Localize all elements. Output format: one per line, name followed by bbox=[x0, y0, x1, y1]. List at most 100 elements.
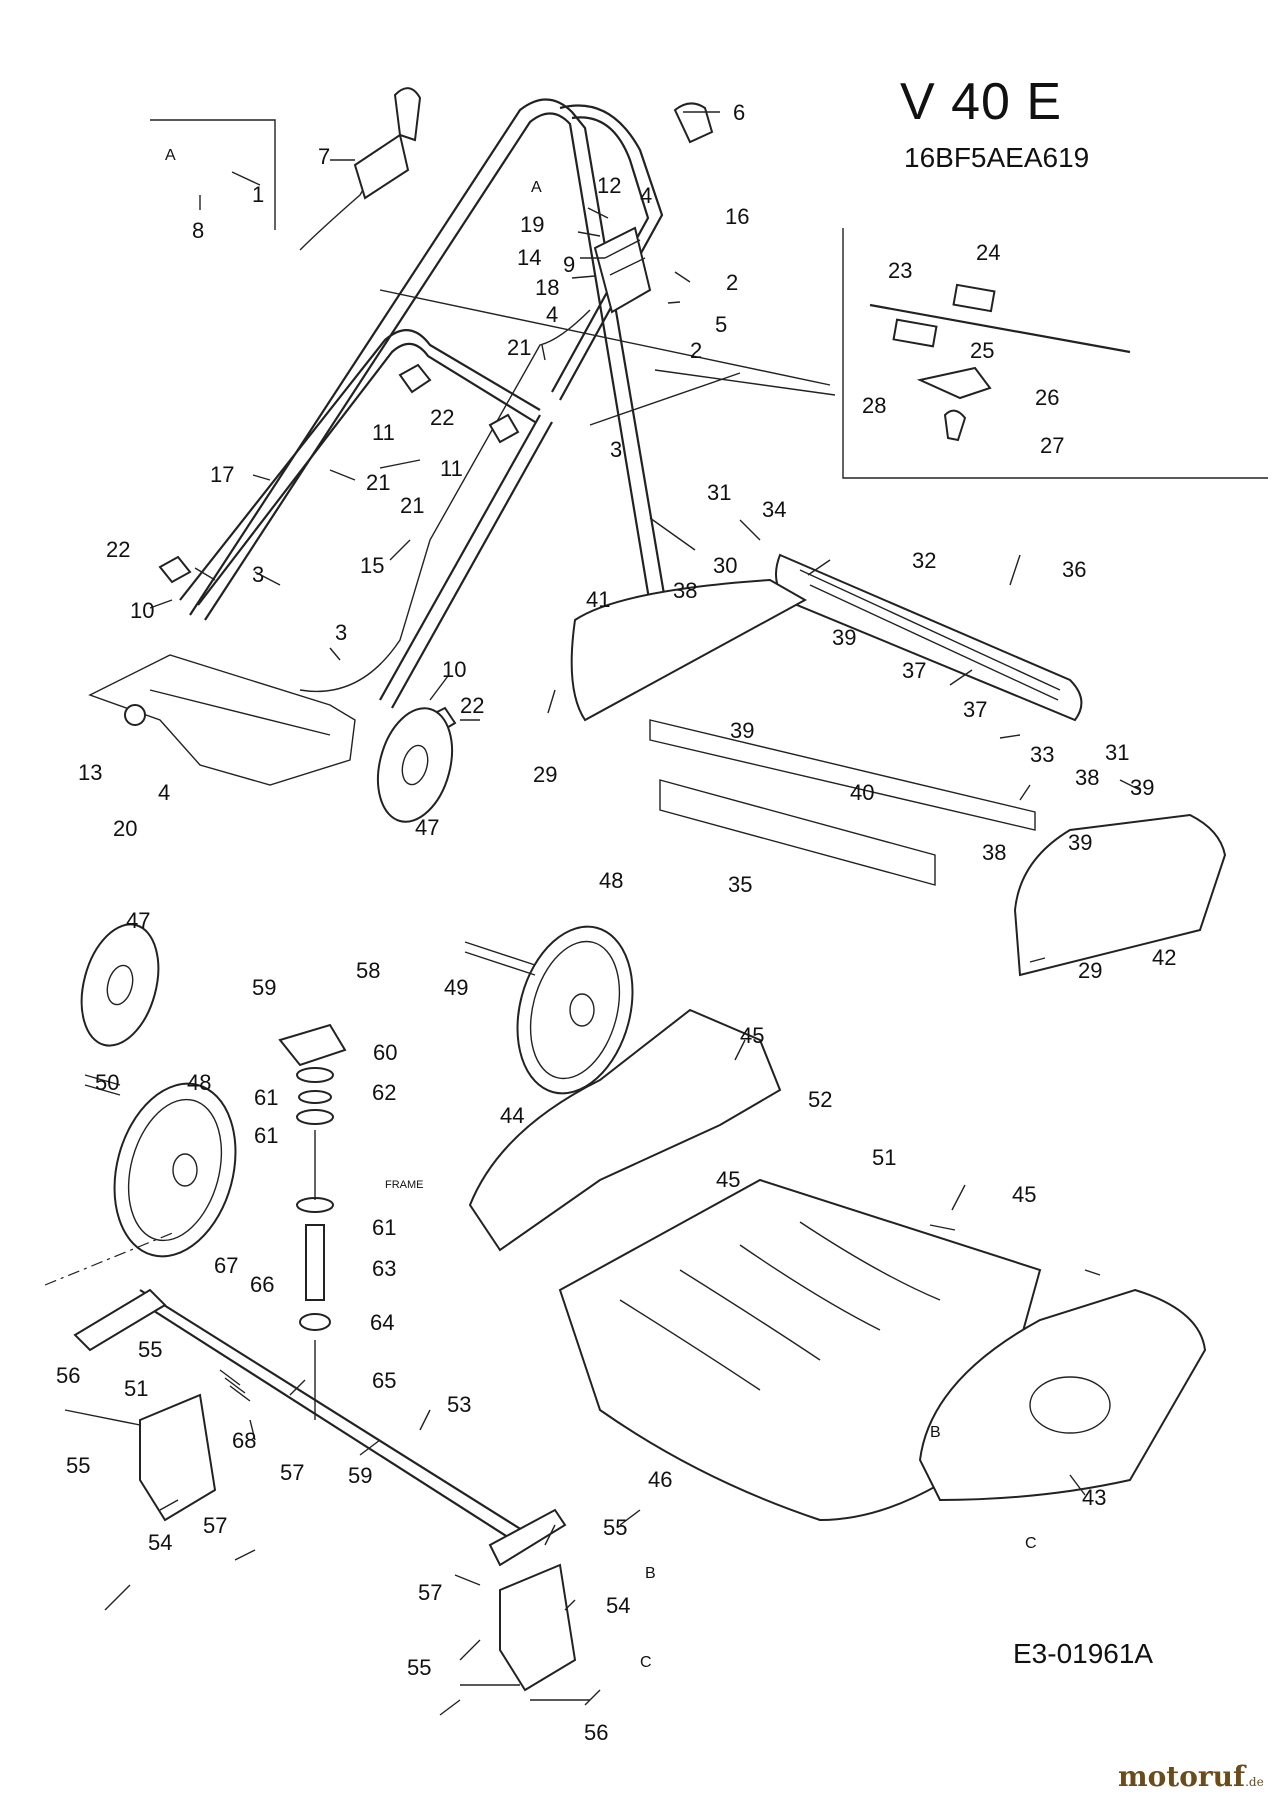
roller-cover-left bbox=[570, 578, 808, 722]
callout-43: 43 bbox=[1082, 1485, 1106, 1510]
ref-c: C bbox=[1025, 1535, 1037, 1552]
callout-29: 29 bbox=[533, 762, 557, 787]
callout-3: 3 bbox=[252, 562, 264, 587]
callout-47: 47 bbox=[126, 908, 150, 933]
ref-b: B bbox=[930, 1424, 941, 1441]
callout-31: 31 bbox=[707, 480, 731, 505]
axle-bracket-right bbox=[460, 1563, 590, 1701]
callout-22: 22 bbox=[106, 537, 130, 562]
leader-lines bbox=[104, 111, 1141, 1716]
callout-34: 34 bbox=[762, 497, 786, 522]
callout-16: 16 bbox=[725, 204, 749, 229]
handle-lower bbox=[179, 329, 553, 709]
callout-60: 60 bbox=[373, 1040, 397, 1065]
callout-55: 55 bbox=[66, 1453, 90, 1478]
axle-spring bbox=[219, 1369, 251, 1402]
callout-57: 57 bbox=[280, 1460, 304, 1485]
callout-12: 12 bbox=[597, 173, 621, 198]
callout-52: 52 bbox=[808, 1087, 832, 1112]
callout-45: 45 bbox=[740, 1023, 764, 1048]
callout-15: 15 bbox=[360, 553, 384, 578]
callout-26: 26 bbox=[1035, 385, 1059, 410]
callout-4: 4 bbox=[640, 183, 652, 208]
callout-39: 39 bbox=[1068, 830, 1092, 855]
callout-9: 9 bbox=[563, 252, 575, 277]
callout-54: 54 bbox=[148, 1530, 172, 1555]
callout-39: 39 bbox=[832, 625, 856, 650]
callout-63: 63 bbox=[372, 1256, 396, 1281]
callout-39: 39 bbox=[1130, 775, 1154, 800]
callout-22: 22 bbox=[460, 693, 484, 718]
callout-6: 6 bbox=[733, 100, 745, 125]
handle-upper bbox=[189, 98, 667, 621]
callout-61: 61 bbox=[254, 1085, 278, 1110]
callout-41: 41 bbox=[586, 587, 610, 612]
callout-45: 45 bbox=[716, 1167, 740, 1192]
callout-21: 21 bbox=[507, 335, 531, 360]
watermark-logo: motoruf.de bbox=[1118, 1760, 1264, 1793]
callout-1: 1 bbox=[252, 182, 264, 207]
callout-2: 2 bbox=[726, 270, 738, 295]
callout-29: 29 bbox=[1078, 958, 1102, 983]
callout-2: 2 bbox=[690, 338, 702, 363]
callout-4: 4 bbox=[546, 302, 558, 327]
callout-55: 55 bbox=[138, 1337, 162, 1362]
handle-base-plate bbox=[88, 654, 356, 786]
roller bbox=[775, 553, 1083, 722]
hubcap-lower bbox=[80, 923, 160, 1047]
frame-label: FRAME bbox=[385, 1179, 424, 1191]
ref-a: A bbox=[531, 179, 542, 196]
callout-37: 37 bbox=[963, 697, 987, 722]
callout-57: 57 bbox=[203, 1513, 227, 1538]
callout-57: 57 bbox=[418, 1580, 442, 1605]
callout-37: 37 bbox=[902, 658, 926, 683]
callout-7: 7 bbox=[318, 144, 330, 169]
cable bbox=[299, 159, 591, 693]
callout-38: 38 bbox=[1075, 765, 1099, 790]
callout-46: 46 bbox=[648, 1467, 672, 1492]
callout-21: 21 bbox=[366, 470, 390, 495]
callout-44: 44 bbox=[500, 1103, 524, 1128]
callout-51: 51 bbox=[872, 1145, 896, 1170]
inset-box bbox=[842, 228, 1268, 479]
rear-axle bbox=[73, 1288, 567, 1567]
callout-51: 51 bbox=[124, 1376, 148, 1401]
callout-66: 66 bbox=[250, 1272, 274, 1297]
ref-a: A bbox=[165, 147, 176, 164]
callout-21: 21 bbox=[400, 493, 424, 518]
callout-48: 48 bbox=[599, 868, 623, 893]
callout-33: 33 bbox=[1030, 742, 1054, 767]
callout-62: 62 bbox=[372, 1080, 396, 1105]
plug-connector bbox=[353, 87, 422, 200]
callout-50: 50 bbox=[95, 1070, 119, 1095]
callout-18: 18 bbox=[535, 275, 559, 300]
callout-11: 11 bbox=[372, 420, 395, 445]
callout-5: 5 bbox=[715, 312, 727, 337]
callout-55: 55 bbox=[603, 1515, 627, 1540]
callout-30: 30 bbox=[713, 553, 737, 578]
callout-11: 11 bbox=[440, 456, 463, 481]
callout-3: 3 bbox=[610, 437, 622, 462]
callout-56: 56 bbox=[56, 1363, 80, 1388]
callout-23: 23 bbox=[888, 258, 912, 283]
callout-56: 56 bbox=[584, 1720, 608, 1745]
callout-61: 61 bbox=[372, 1215, 396, 1240]
callout-38: 38 bbox=[673, 578, 697, 603]
callout-3: 3 bbox=[335, 620, 347, 645]
callout-28: 28 bbox=[862, 393, 886, 418]
callout-36: 36 bbox=[1062, 557, 1086, 582]
callout-4: 4 bbox=[158, 780, 170, 805]
ref-c: C bbox=[640, 1654, 652, 1671]
callout-10: 10 bbox=[130, 598, 154, 623]
callout-64: 64 bbox=[370, 1310, 394, 1335]
callout-40: 40 bbox=[850, 780, 874, 805]
callout-53: 53 bbox=[447, 1392, 471, 1417]
callout-58: 58 bbox=[356, 958, 380, 983]
callout-59: 59 bbox=[348, 1463, 372, 1488]
side-frame-left bbox=[468, 1008, 782, 1252]
callout-10: 10 bbox=[442, 657, 466, 682]
hubcap-upper bbox=[377, 707, 453, 823]
ref-b: B bbox=[645, 1565, 656, 1582]
callout-38: 38 bbox=[982, 840, 1006, 865]
